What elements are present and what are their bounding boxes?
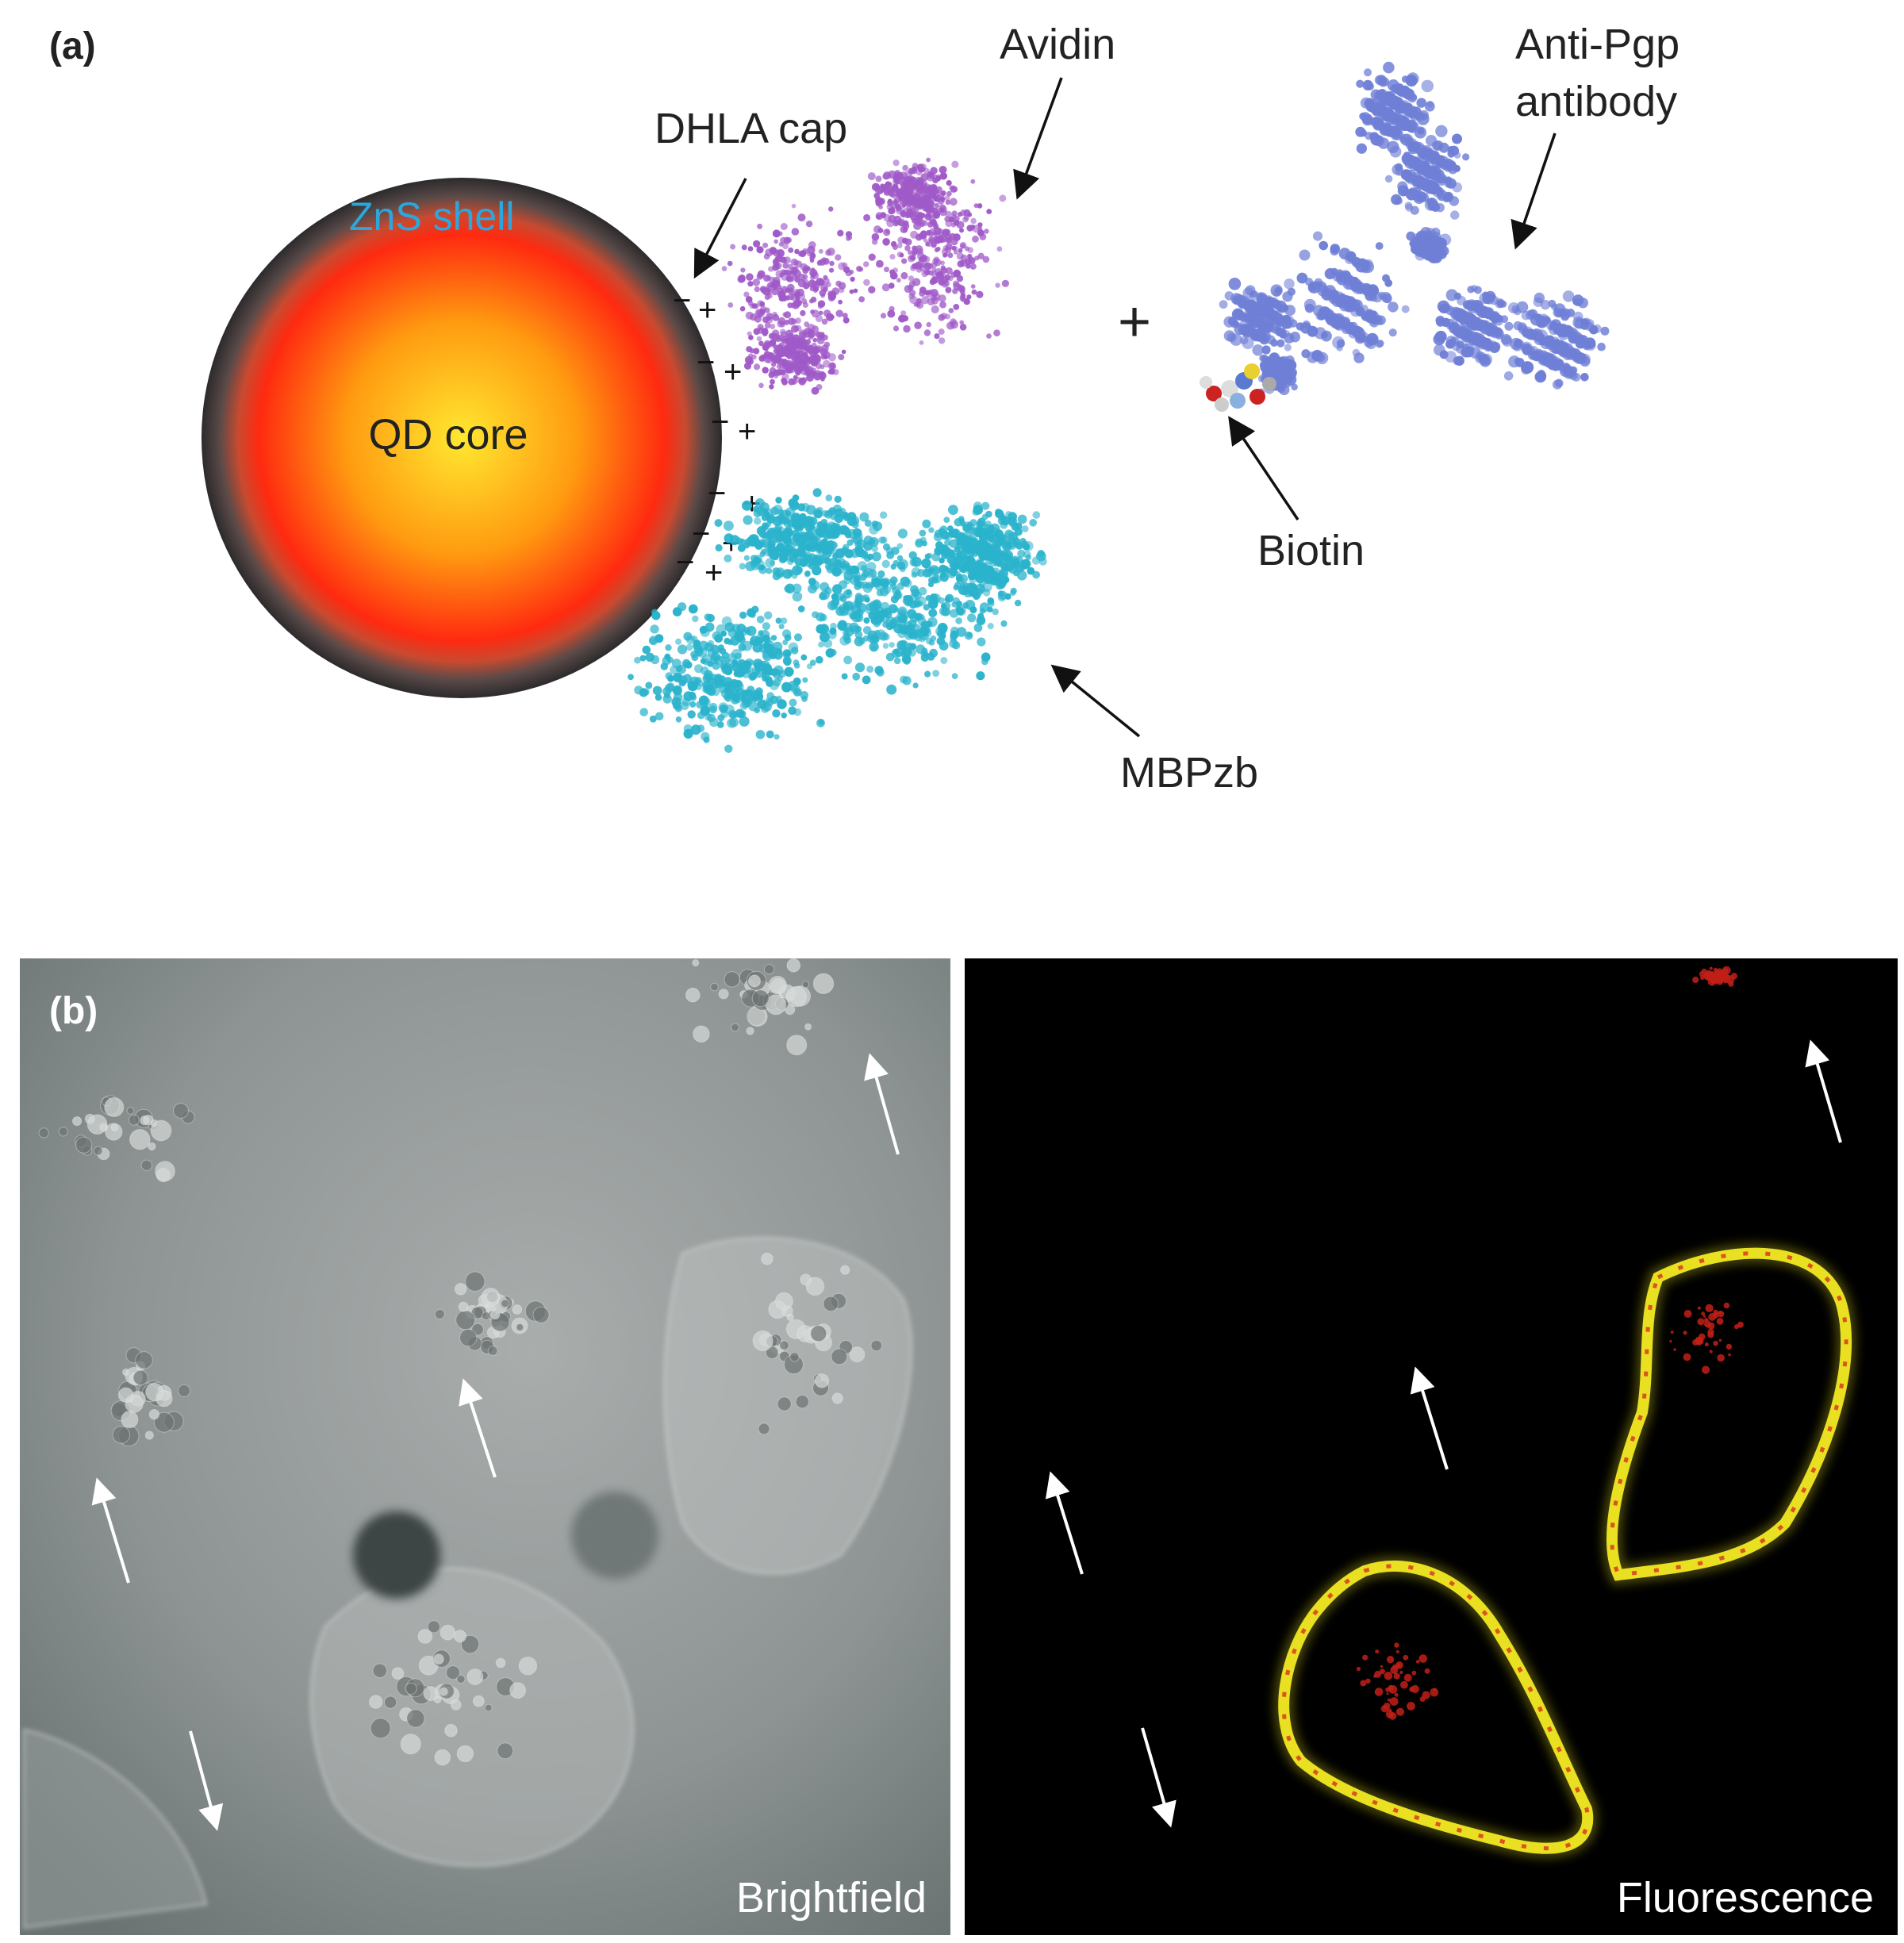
mbpzb-molecule bbox=[628, 488, 1047, 753]
charge-plus: + bbox=[704, 555, 723, 590]
avidin-arrow bbox=[1013, 77, 1063, 200]
mbpzb-label: MBPzb bbox=[1120, 749, 1258, 797]
charge-plus: + bbox=[738, 414, 756, 449]
plus-sign: + bbox=[1118, 290, 1151, 354]
charge-minus: − bbox=[692, 516, 710, 551]
quantum-dot: ZnS shell QD core bbox=[202, 178, 722, 698]
avidin-molecule bbox=[721, 157, 1009, 395]
qd-core-label: QD core bbox=[368, 411, 528, 459]
fluorescence-image: Fluorescence bbox=[965, 958, 1898, 1935]
antibody-label-line1: Anti-Pgp bbox=[1515, 21, 1679, 68]
zns-shell-label: ZnS shell bbox=[349, 194, 514, 239]
charge-minus: − bbox=[711, 405, 729, 440]
fl-arrow bbox=[1410, 1366, 1449, 1470]
charge-minus: − bbox=[673, 283, 691, 318]
dhla-arrow bbox=[693, 178, 747, 279]
fl-arrow bbox=[1141, 1727, 1177, 1828]
avidin-label: Avidin bbox=[1000, 21, 1115, 68]
bf-arrow bbox=[864, 1053, 900, 1155]
bf-arrow bbox=[459, 1378, 497, 1478]
brightfield-caption: Brightfield bbox=[736, 1874, 927, 1922]
panel-a-label: (a) bbox=[49, 25, 96, 67]
biotin-label: Biotin bbox=[1257, 527, 1365, 574]
antibody-arrow bbox=[1511, 132, 1557, 250]
charge-minus: − bbox=[708, 476, 726, 511]
antibody-label-line2: antibody bbox=[1515, 78, 1677, 125]
qd-sphere bbox=[202, 178, 722, 698]
bf-arrow bbox=[91, 1477, 130, 1584]
panel-b-label: (b) bbox=[49, 990, 98, 1032]
dhla-cap-label: DHLA cap bbox=[654, 105, 847, 152]
charge-plus: + bbox=[698, 293, 716, 328]
white-arrows bbox=[91, 1039, 1842, 1831]
mbpzb-arrow bbox=[1050, 664, 1141, 738]
bf-arrow bbox=[189, 1730, 224, 1831]
charge-minus: − bbox=[697, 345, 715, 380]
biotin-molecule bbox=[1200, 363, 1276, 412]
charge-plus: + bbox=[724, 355, 742, 390]
panel-b: (b) Brightfield Fluorescence bbox=[20, 958, 1898, 1935]
charge-minus: − bbox=[676, 545, 694, 580]
fluorescence-caption: Fluorescence bbox=[1617, 1874, 1874, 1922]
dhla-charges: − + − + − + − + − + − + bbox=[673, 283, 761, 590]
fl-arrow bbox=[1805, 1039, 1842, 1143]
pointer-arrows bbox=[693, 77, 1557, 738]
panel-a: (a) ZnS shell QD core − + − + − + − + − … bbox=[49, 21, 1679, 797]
biotin-arrow bbox=[1228, 416, 1299, 520]
fl-arrow bbox=[1045, 1471, 1084, 1575]
